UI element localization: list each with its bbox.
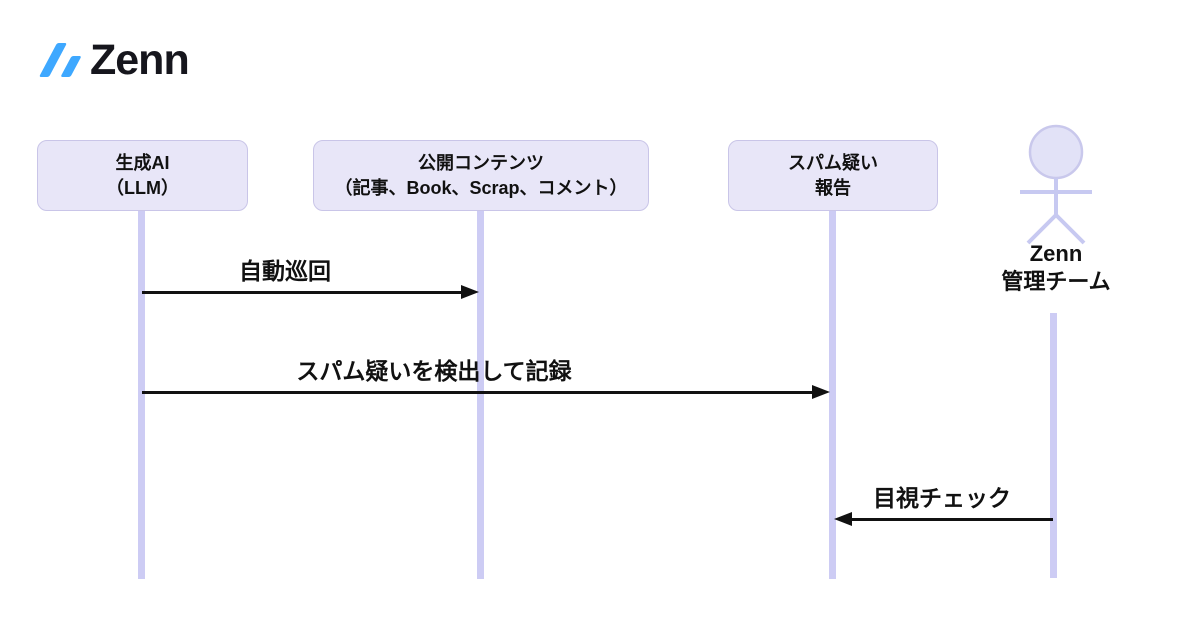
- participant-label-line: スパム疑い: [788, 152, 878, 173]
- arrowhead-right-icon: [461, 285, 479, 299]
- message-arrow-detect-record: [142, 391, 813, 394]
- participant-label-line: 報告: [815, 177, 851, 198]
- participant-label-line: 公開コンテンツ: [418, 152, 544, 173]
- zenn-logo-icon: [38, 42, 86, 78]
- lifeline-public-content: [477, 211, 484, 579]
- message-label-auto-patrol: 自動巡回: [239, 258, 331, 284]
- arrowhead-left-icon: [834, 512, 852, 526]
- zenn-logo-text: Zenn: [90, 36, 190, 84]
- message-arrow-visual-check: [852, 518, 1053, 521]
- zenn-logo: Zenn: [38, 36, 190, 84]
- participant-box-spam-report: スパム疑い 報告: [728, 140, 938, 211]
- participant-box-gen-ai: 生成AI （LLM）: [37, 140, 248, 211]
- message-label-detect-record: スパム疑いを検出して記録: [296, 358, 572, 384]
- lifeline-spam-report: [829, 211, 836, 579]
- actor-leg-left: [1026, 213, 1058, 245]
- actor-label-line: 管理チーム: [1001, 269, 1111, 294]
- arrowhead-right-icon: [812, 385, 830, 399]
- lifeline-zenn-team: [1050, 313, 1057, 578]
- actor-head: [1028, 124, 1084, 180]
- message-arrow-auto-patrol: [142, 291, 462, 294]
- participant-label-line: （LLM）: [106, 177, 179, 198]
- zenn-logo-slash-2: [60, 56, 82, 77]
- participant-label-line: 生成AI: [115, 152, 170, 173]
- actor-label-line: Zenn: [1029, 241, 1083, 266]
- message-label-visual-check: 目視チェック: [873, 485, 1011, 511]
- lifeline-gen-ai: [138, 211, 145, 579]
- participant-box-public-content: 公開コンテンツ （記事、Book、Scrap、コメント）: [313, 140, 649, 211]
- participant-label-line: （記事、Book、Scrap、コメント）: [334, 177, 628, 198]
- actor-label-zenn-team: Zenn 管理チーム: [1001, 240, 1110, 296]
- actor-leg-right: [1054, 213, 1086, 245]
- actor-figure-zenn-team: [1020, 124, 1092, 245]
